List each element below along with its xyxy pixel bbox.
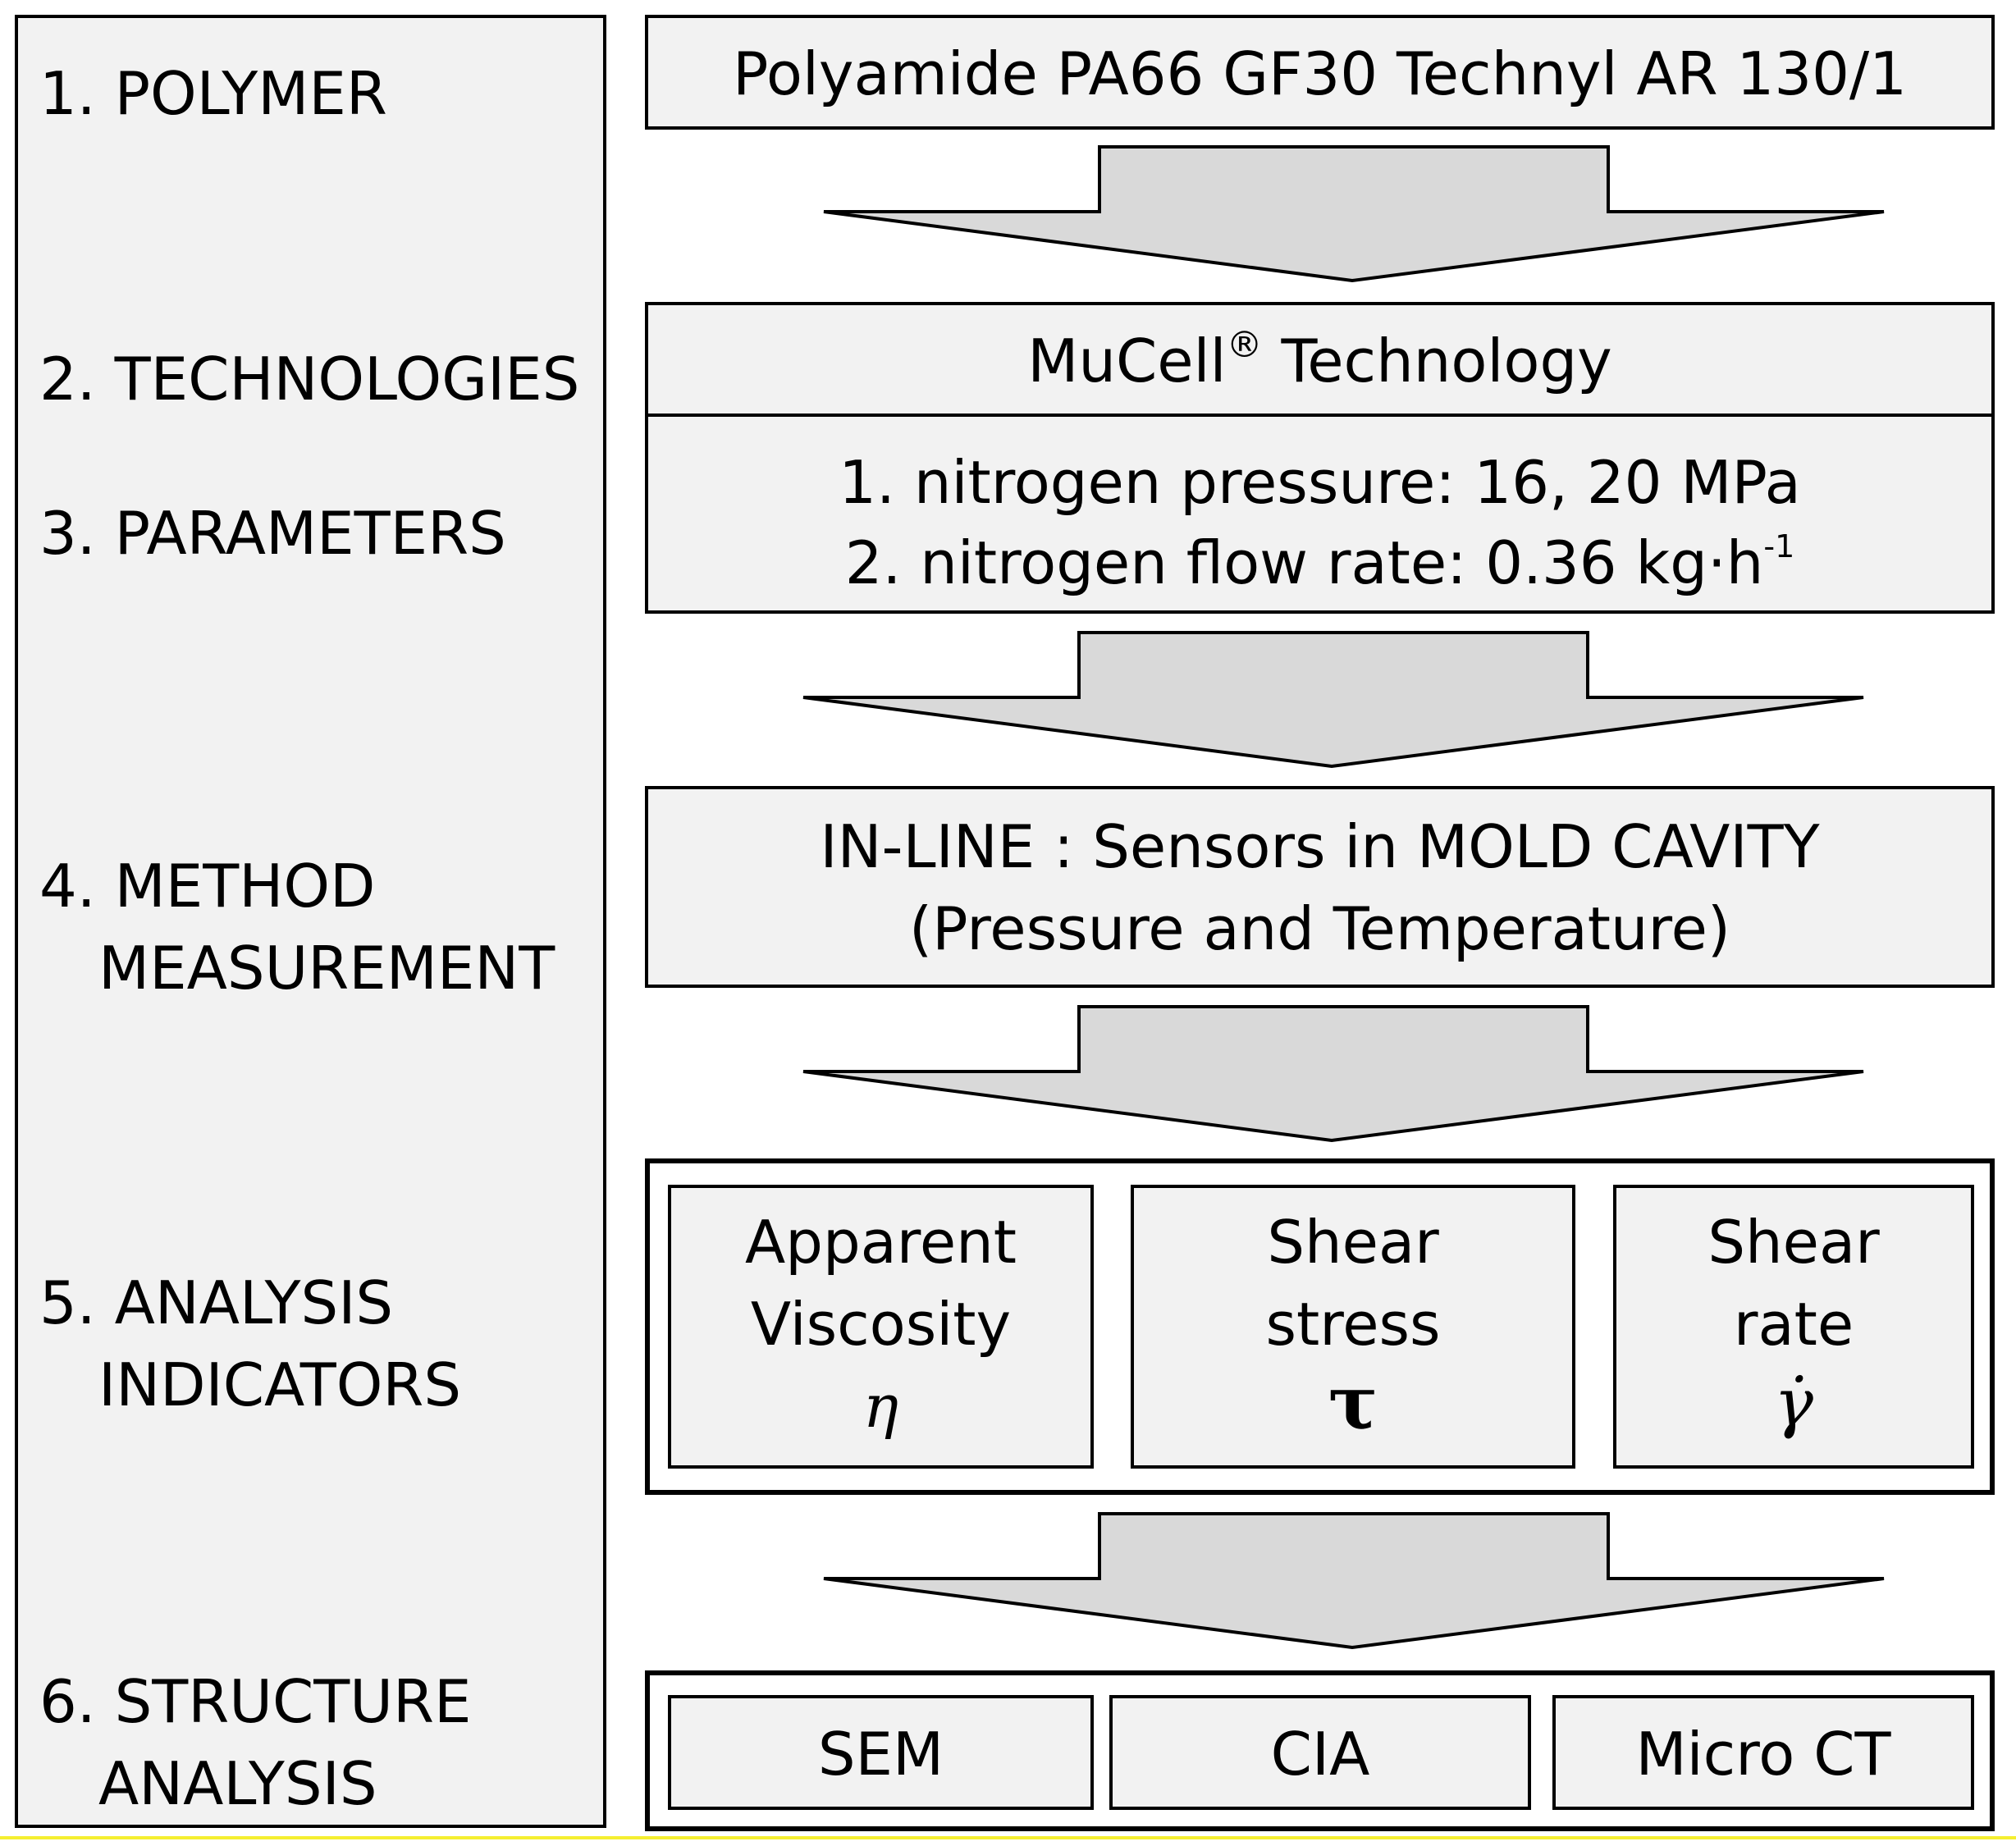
indicator-line-1: Shear: [1267, 1208, 1439, 1277]
polymer-box: Polyamide PA66 GF30 Technyl AR 130/1: [645, 15, 1995, 130]
gamma-dot-symbol: γ̇: [1774, 1364, 1813, 1441]
indicator-shear-rate: Shear rate γ̇: [1613, 1185, 1974, 1469]
parameter-pressure: 1. nitrogen pressure: 16, 20 MPa: [839, 448, 1801, 517]
step-4-label: 4. METHOD: [39, 852, 376, 921]
left-steps-panel: 1. POLYMER 2. TECHNOLOGIES 3. PARAMETERS…: [15, 15, 606, 1828]
bottom-border-line: [0, 1836, 2016, 1839]
method-line-1: IN-LINE : Sensors in MOLD CAVITY: [820, 812, 1820, 881]
indicator-shear-stress: Shear stress τ: [1131, 1185, 1575, 1469]
step-4-label-line2: MEASUREMENT: [98, 934, 555, 1003]
step-6-label-line2: ANALYSIS: [98, 1749, 377, 1818]
step-2-label: 2. TECHNOLOGIES: [39, 345, 580, 414]
indicator-line-2: Viscosity: [750, 1290, 1012, 1359]
step-5-label: 5. ANALYSIS: [39, 1268, 394, 1337]
flow-arrow-1: [823, 145, 1885, 283]
structure-group: SEM CIA Micro CT: [645, 1670, 1995, 1831]
technology-text: MuCell® Technology: [1027, 324, 1612, 395]
indicator-line-1: Shear: [1707, 1208, 1880, 1277]
parameters-box: 1. nitrogen pressure: 16, 20 MPa 2. nitr…: [645, 414, 1995, 614]
indicator-apparent-viscosity: Apparent Viscosity η: [668, 1185, 1094, 1469]
polymer-text: Polyamide PA66 GF30 Technyl AR 130/1: [733, 39, 1907, 108]
step-5-label-line2: INDICATORS: [98, 1350, 462, 1419]
flow-arrow-3: [802, 1005, 1864, 1143]
step-1-label: 1. POLYMER: [39, 59, 387, 128]
method-line-2: (Pressure and Temperature): [909, 894, 1730, 963]
step-3-label: 3. PARAMETERS: [39, 499, 506, 568]
method-box: IN-LINE : Sensors in MOLD CAVITY (Pressu…: [645, 786, 1995, 988]
structure-method-sem: SEM: [668, 1695, 1094, 1810]
tau-symbol: τ: [1328, 1359, 1378, 1446]
indicator-line-2: rate: [1733, 1290, 1854, 1359]
eta-symbol: η: [862, 1372, 899, 1441]
flow-arrow-2: [802, 631, 1864, 769]
structure-method-label: SEM: [817, 1720, 944, 1789]
technology-box: MuCell® Technology: [645, 302, 1995, 417]
indicators-group: Apparent Viscosity η Shear stress τ Shea…: [645, 1158, 1995, 1495]
flow-arrow-4: [823, 1512, 1885, 1650]
step-6-label: 6. STRUCTURE: [39, 1667, 472, 1736]
structure-method-label: Micro CT: [1635, 1720, 1891, 1789]
structure-method-label: CIA: [1270, 1720, 1370, 1789]
parameter-flow-rate: 2. nitrogen flow rate: 0.36 kg·h-1: [844, 528, 1795, 597]
indicator-line-2: stress: [1265, 1290, 1441, 1359]
structure-method-cia: CIA: [1109, 1695, 1531, 1810]
structure-method-micro-ct: Micro CT: [1552, 1695, 1974, 1810]
indicator-line-1: Apparent: [745, 1208, 1017, 1277]
